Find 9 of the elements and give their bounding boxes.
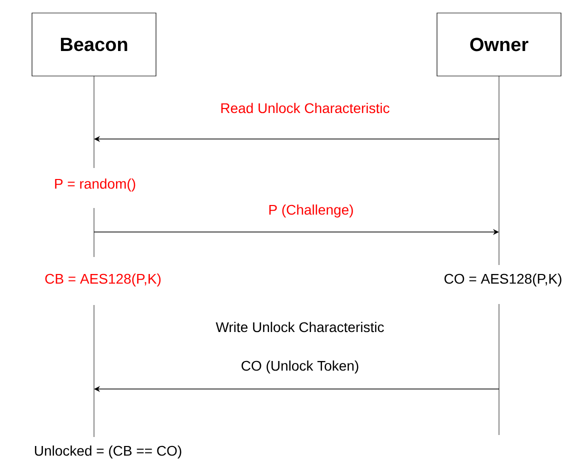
edge-label: Read Unlock Characteristic bbox=[221, 102, 390, 114]
annotation: CO = AES128(P,K) bbox=[444, 273, 562, 287]
annotation: P = random() bbox=[55, 178, 136, 192]
participant-box: Owner bbox=[436, 12, 562, 76]
edge-label: CO (Unlock Token) bbox=[242, 360, 358, 374]
annotation: CB = AES128(P,K) bbox=[45, 273, 161, 287]
participant-box: Beacon bbox=[32, 12, 156, 76]
annotation: Write Unlock Characteristic bbox=[216, 322, 384, 332]
edge-label: P (Challenge) bbox=[269, 204, 353, 218]
